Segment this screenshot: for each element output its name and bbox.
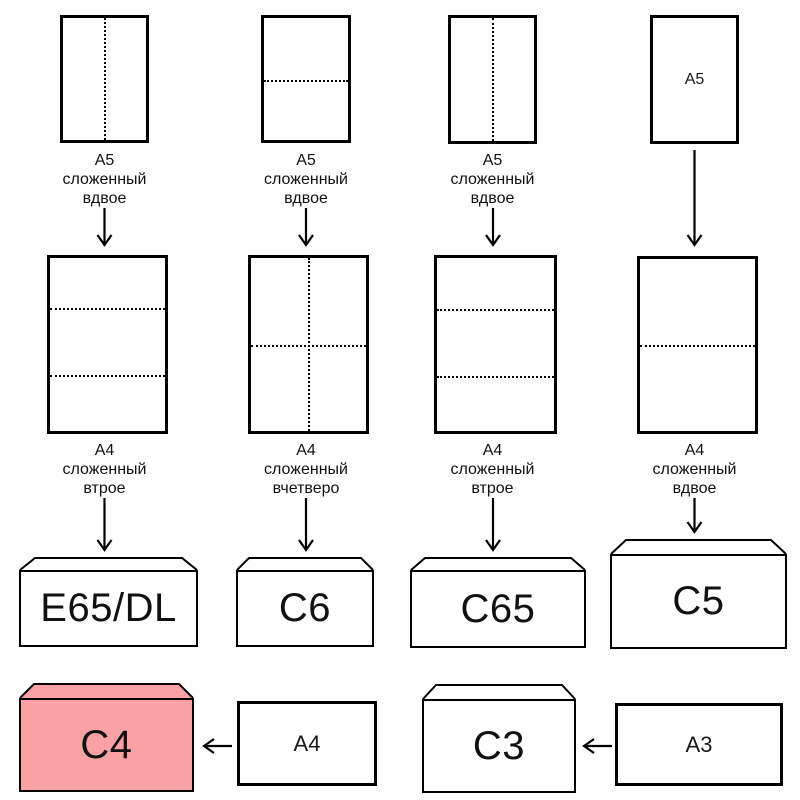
fold-line-horizontal [251,345,366,347]
caption-a4-col3: A4 сложенный втрое [422,441,563,498]
envelope-c3: C3 [422,684,576,793]
envelope-c4-label: C4 [80,722,133,767]
caption-line: вдвое [82,190,127,207]
caption-line: сложенный [264,171,348,188]
paper-a4-fold-thirds-col1 [47,255,168,434]
paper-a5-fold-horizontal-col2 [261,15,351,143]
envelope-c6-label: C6 [278,586,332,630]
caption-line: A5 [482,152,503,169]
envelope-c3-label: C3 [472,723,526,768]
envelope-flap [19,557,198,570]
paper-a4-source: A4 [237,701,377,786]
paper-a5-fold-vertical-col1 [60,15,149,143]
caption-a5-col1: A5 сложенный вдвое [34,151,175,208]
envelope-c5: C5 [610,539,787,649]
envelope-c6: C6 [236,557,374,647]
fold-line-horizontal [264,80,348,82]
fold-line-horizontal [640,345,755,347]
caption-line: сложенный [62,461,147,478]
fold-line-vertical [307,258,310,431]
envelope-flap [410,557,586,570]
envelope-c65-label: C65 [460,586,536,631]
caption-line: A5 [296,152,316,169]
fold-line-vertical [103,18,106,140]
caption-a4-col1: A4 сложенный втрое [34,441,175,498]
paper-a3-source: A3 [615,703,783,786]
paper-a5-label: A5 [684,70,705,88]
caption-line: вчетверо [272,480,340,497]
envelope-c4-highlighted: C4 [19,683,194,792]
caption-line: втрое [83,480,126,497]
caption-line: сложенный [652,461,737,478]
caption-line: вдвое [672,480,717,497]
caption-line: сложенный [450,171,535,188]
fold-line-horizontal [437,376,554,378]
caption-line: сложенный [62,171,147,188]
caption-line: сложенный [450,461,535,478]
caption-line: втрое [471,480,514,497]
paper-a4-fold-thirds-col3 [434,255,557,434]
paper-a4-fold-quarters-col2 [248,255,369,434]
paper-a5-fold-vertical-col3 [448,15,537,144]
envelope-flap [610,539,787,554]
fold-line-horizontal [50,308,165,310]
paper-a4-source-label: A4 [293,730,321,756]
caption-line: A4 [684,442,705,459]
caption-line: A4 [482,442,503,459]
fold-line-horizontal [437,309,554,311]
caption-a4-col2: A4 сложенный вчетверо [235,441,377,498]
paper-a4-fold-half-col4 [637,256,758,434]
paper-a3-source-label: A3 [685,731,713,757]
envelope-e65dl: E65/DL [19,557,198,647]
envelope-c5-label: C5 [672,579,725,623]
envelope-e65dl-label: E65/DL [40,586,177,630]
envelope-flap [236,557,374,570]
caption-a4-col4: A4 сложенный вдвое [624,441,765,498]
caption-line: вдвое [284,190,328,207]
caption-a5-col2: A5 сложенный вдвое [235,151,377,208]
caption-line: вдвое [470,190,515,207]
caption-line: сложенный [264,461,348,478]
envelope-c65: C65 [410,557,586,648]
fold-line-horizontal [50,375,165,377]
fold-line-vertical [491,18,494,141]
caption-line: A4 [94,442,115,459]
paper-a5-col4: A5 [650,15,739,144]
caption-a5-col3: A5 сложенный вдвое [422,151,563,208]
envelope-flap [422,684,576,699]
envelope-flap [19,683,194,698]
caption-line: A5 [94,152,115,169]
caption-line: A4 [296,442,316,459]
